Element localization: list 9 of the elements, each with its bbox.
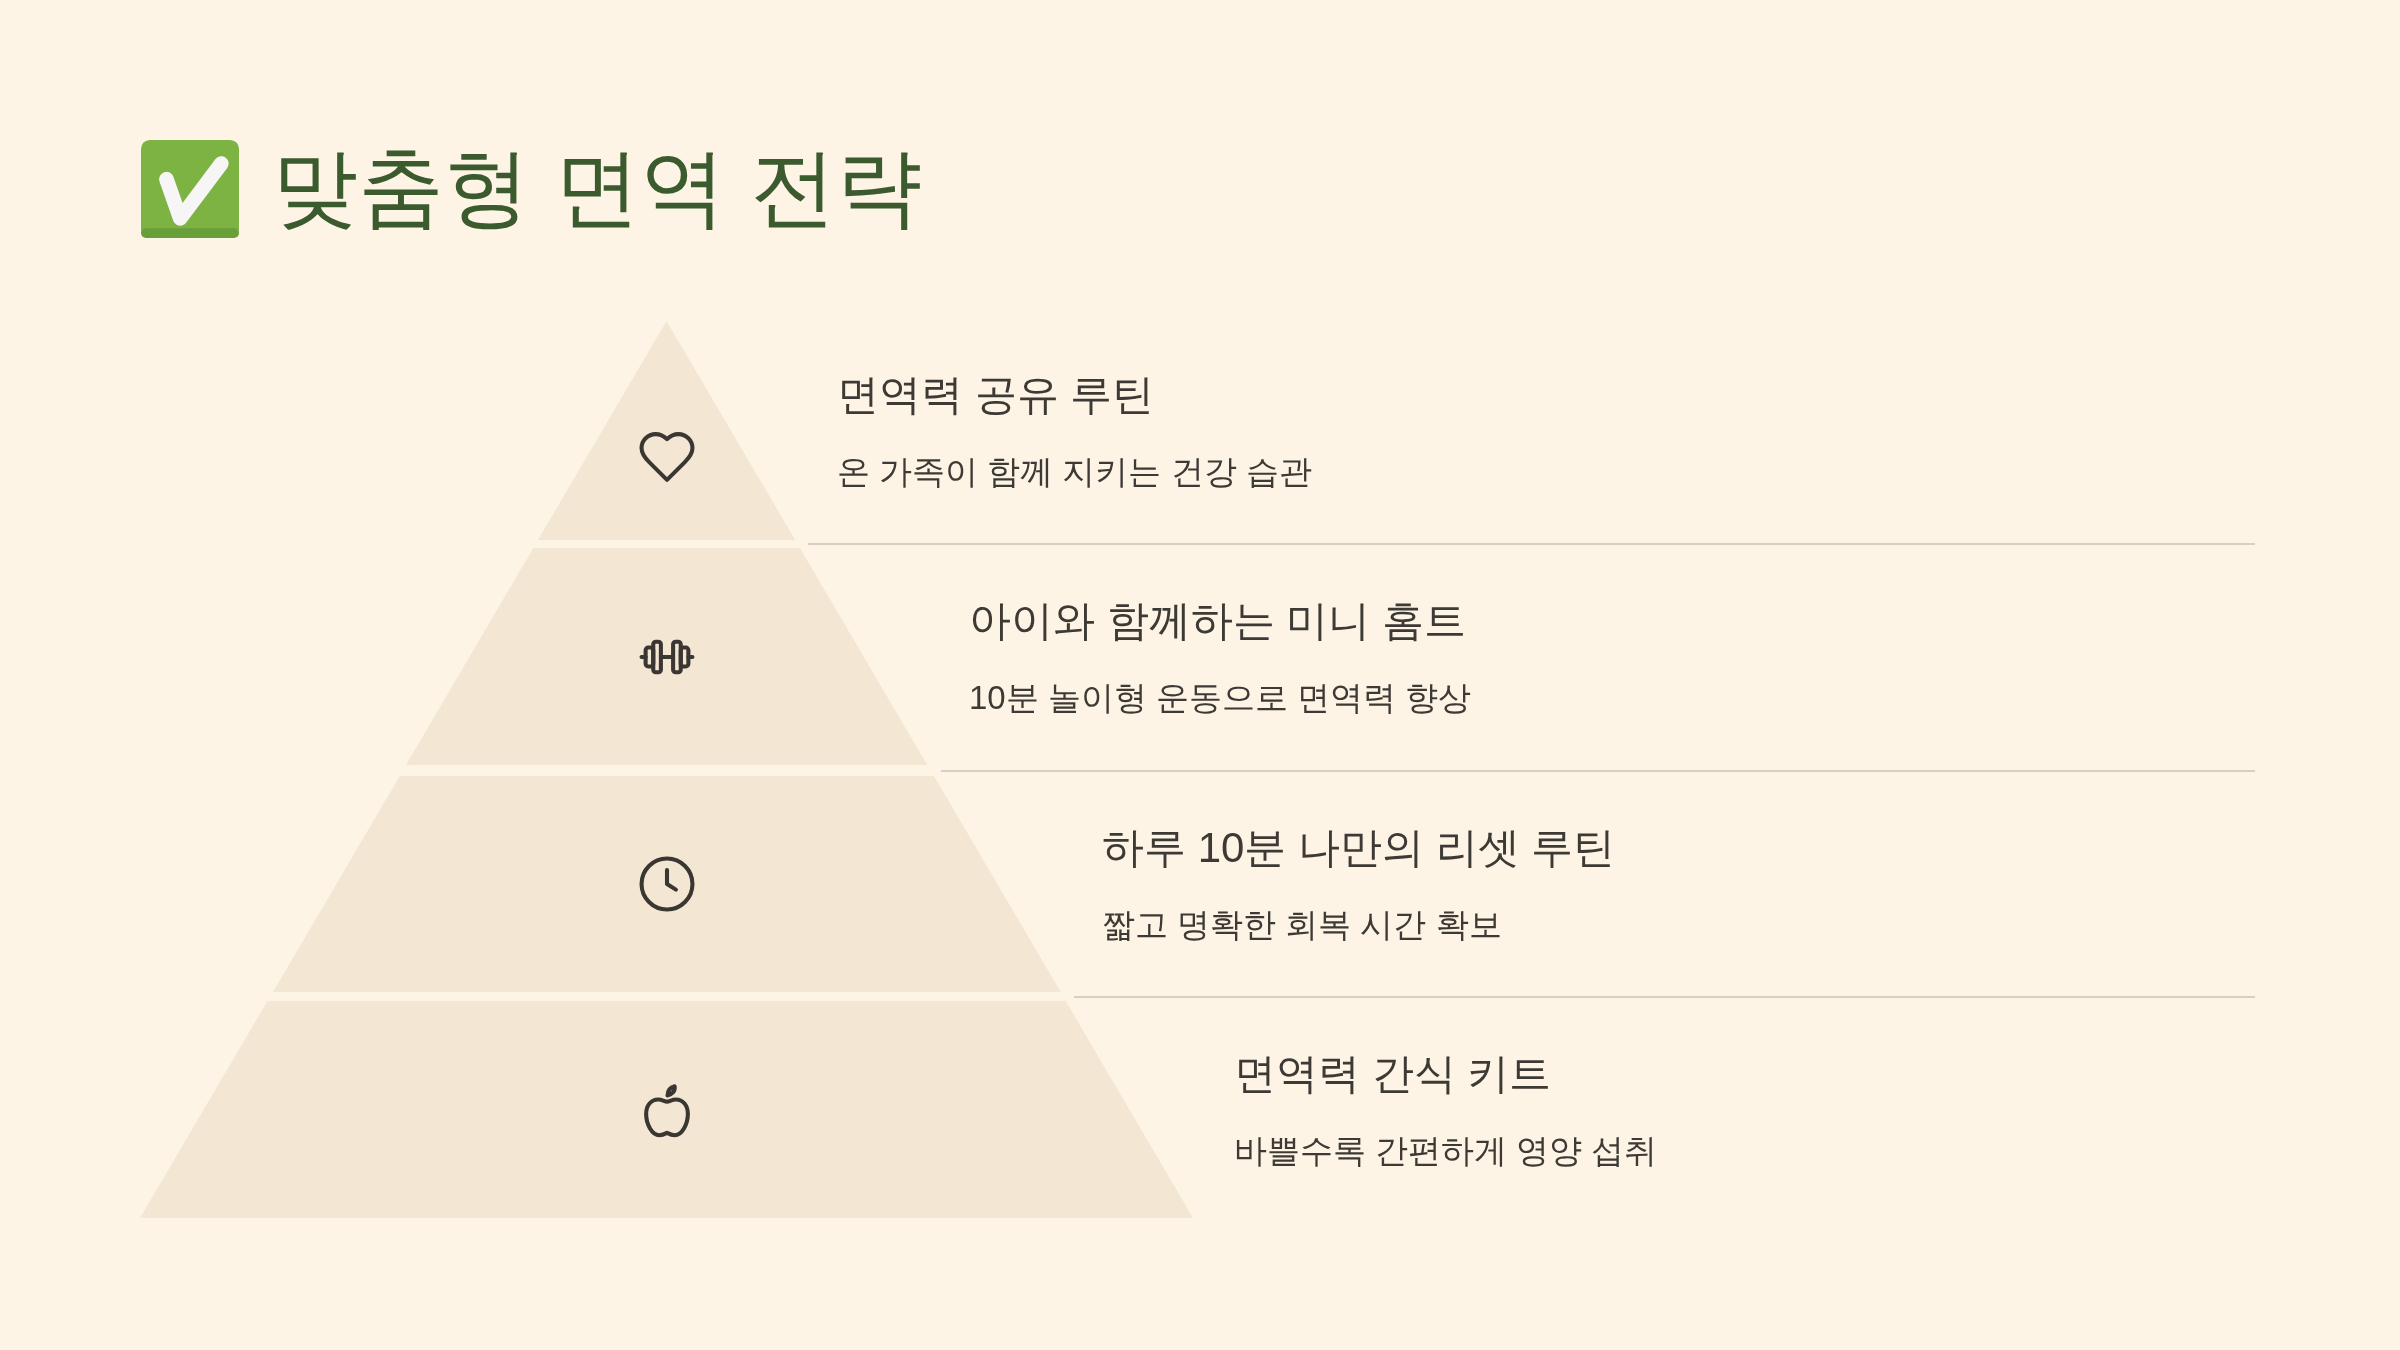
layer-heading: 면역력 간식 키트 bbox=[1234, 1048, 1552, 1099]
layer-description: 온 가족이 함께 지키는 건강 습관 bbox=[837, 451, 1312, 492]
title: 맞춤형 면역 전략 bbox=[272, 137, 922, 237]
layer-description: 짧고 명확한 회복 시간 확보 bbox=[1102, 905, 1502, 945]
layer-heading: 하루 10분 나만의 리셋 루틴 bbox=[1102, 823, 1616, 873]
layer-description: 바쁠수록 간편하게 영양 섭취 bbox=[1234, 1130, 1658, 1171]
layer-heading: 아이와 함께하는 미니 홈트 bbox=[969, 595, 1466, 646]
layer-heading: 면역력 공유 루틴 bbox=[837, 369, 1155, 420]
layer-description: 10분 놀이형 운동으로 면역력 향상 bbox=[969, 677, 1472, 718]
